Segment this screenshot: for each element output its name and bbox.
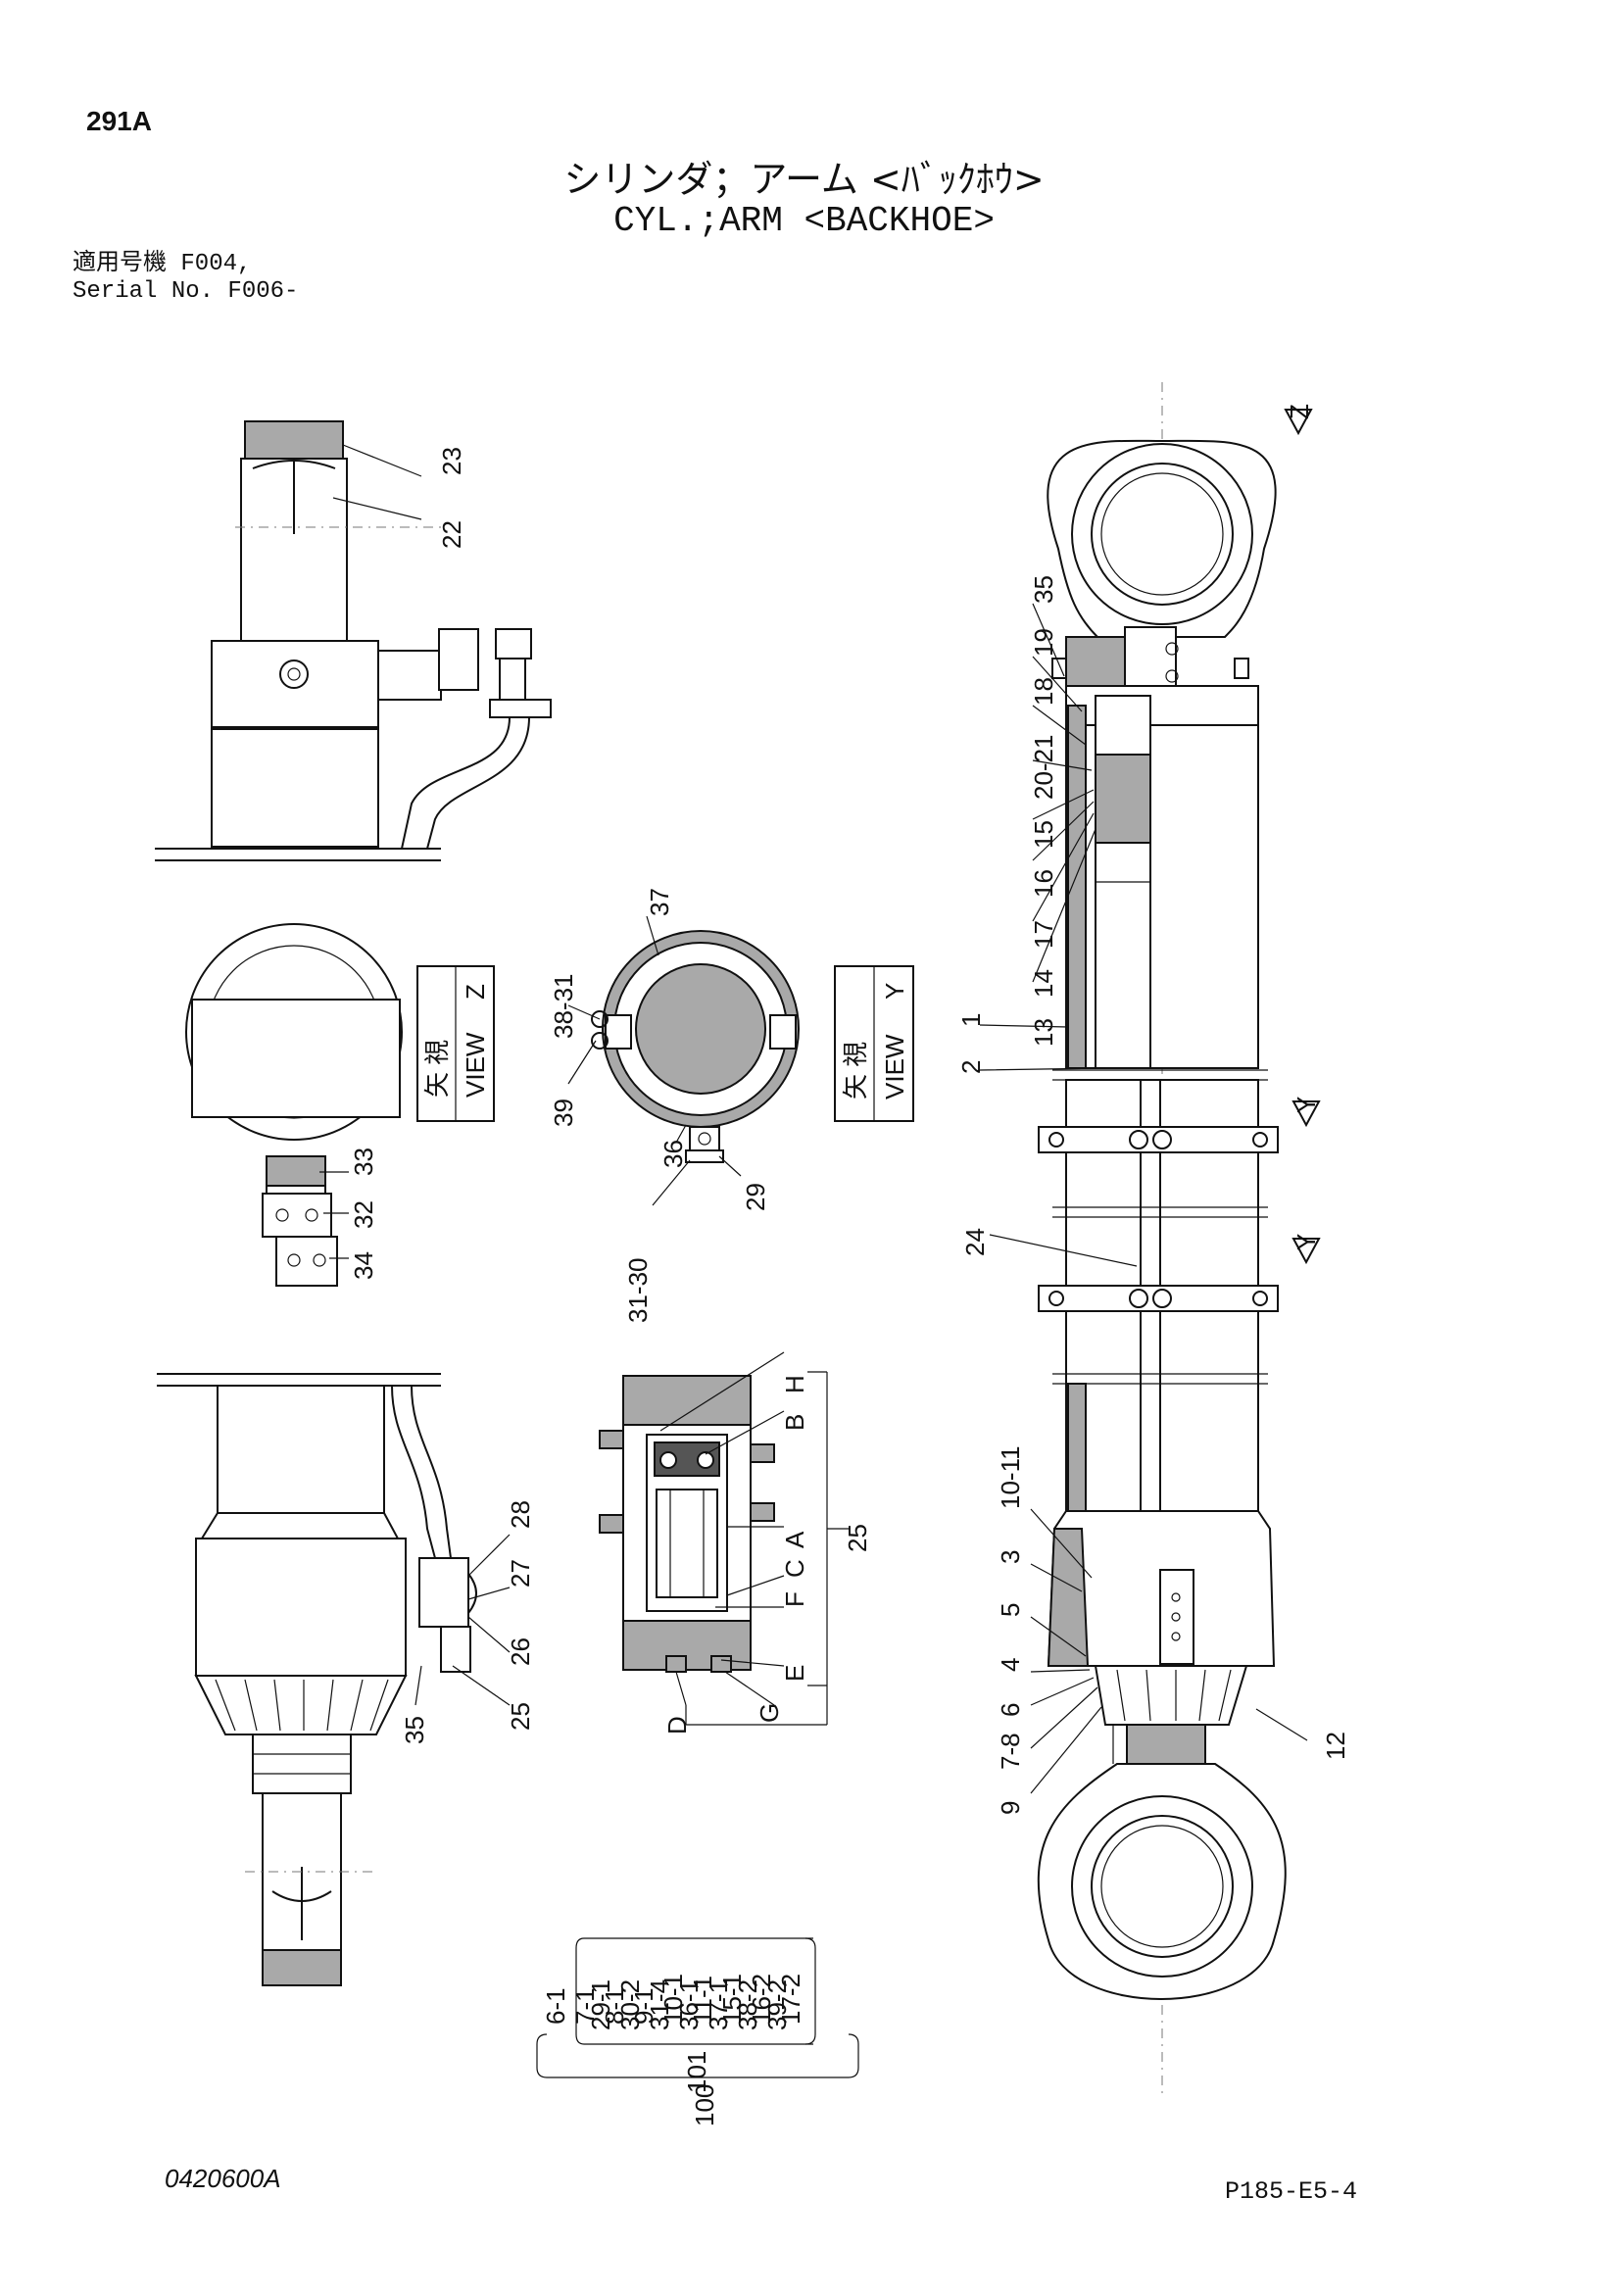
- callout-31-30: 31-30: [623, 1258, 653, 1324]
- view-z-letter: Z: [461, 984, 490, 1000]
- kit-100-item-6: 11-1: [688, 1976, 717, 2025]
- callout-7-8: 7-8: [996, 1733, 1025, 1770]
- title-english: CYL.;ARM <BACKHOE>: [613, 201, 995, 241]
- callout-9: 9: [996, 1801, 1025, 1815]
- section-C: C: [780, 1559, 809, 1578]
- page-reference: P185-E5-4: [1225, 2177, 1358, 2206]
- callout-37: 37: [645, 888, 674, 916]
- view-y-en: VIEW: [880, 1034, 909, 1099]
- view-y-jp: 矢 視: [841, 1042, 870, 1099]
- callout-17: 17: [1029, 920, 1058, 949]
- cylinder-assembly-view: Z Y Y 35 19 18 20-21 15 16 17 14 13 1 2 …: [956, 382, 1350, 2097]
- section-H: H: [780, 1375, 809, 1393]
- serial-line-jp: 適用号機 F004,: [73, 251, 252, 277]
- kit-100-item-9: 17-2: [776, 1974, 805, 2025]
- callout-5: 5: [996, 1603, 1025, 1617]
- callout-24: 24: [960, 1228, 990, 1256]
- callout-26: 26: [506, 1637, 535, 1666]
- view-y: 37 38-31 39 36 29 31-30 矢 視 VIEW Y: [549, 888, 914, 1324]
- kit-100-number: 100: [690, 2084, 719, 2126]
- section-G: G: [755, 1703, 784, 1723]
- callout-23: 23: [437, 447, 466, 475]
- callout-34: 34: [349, 1251, 378, 1280]
- kit-100-item-5: 10-1: [658, 1974, 688, 2025]
- callout-16: 16: [1029, 869, 1058, 898]
- kit-100-item-8: 16-2: [747, 1974, 776, 2025]
- callout-18: 18: [1029, 677, 1058, 706]
- callout-36: 36: [658, 1140, 688, 1168]
- callout-33: 33: [349, 1148, 378, 1176]
- serial-line-en: Serial No. F006-: [73, 278, 299, 305]
- svg-text:Z: Z: [1285, 404, 1314, 419]
- page-code: 291A: [86, 106, 152, 136]
- kit-100-item-2: 7-1: [570, 1987, 600, 2025]
- callout-13: 13: [1029, 1018, 1058, 1047]
- section-E: E: [780, 1665, 809, 1682]
- callout-4: 4: [996, 1658, 1025, 1672]
- kit-100-item-3: 8-1: [600, 1987, 629, 2025]
- callout-39: 39: [549, 1099, 578, 1127]
- view-marker-z: Z: [1284, 404, 1314, 436]
- kit-100-item-1: 6-1: [541, 1987, 570, 2025]
- callout-25-rod: 25: [506, 1702, 535, 1731]
- kit-101-item-3: 31-4: [645, 1979, 674, 2030]
- callout-10-11: 10-11: [996, 1445, 1025, 1509]
- callout-20-21: 20-21: [1029, 735, 1058, 801]
- callout-14: 14: [1029, 969, 1058, 998]
- kit-100-item-7: 15-1: [717, 1974, 747, 2025]
- kit-101: 29-1 30-2 31-4 36-1 37-1 38-2 39-2 101: [575, 1937, 816, 2093]
- section-25: 25: [843, 1524, 872, 1552]
- view-z-jp: 矢 視: [422, 1040, 452, 1098]
- callout-29: 29: [741, 1183, 770, 1211]
- kit-101-item-1: 29-1: [586, 1979, 615, 2030]
- kit-101-item-5: 37-1: [704, 1979, 733, 2030]
- callout-32: 32: [349, 1200, 378, 1229]
- section-A: A: [780, 1531, 809, 1548]
- kit-101-item-6: 38-2: [733, 1979, 762, 2030]
- kit-101-item-4: 36-1: [674, 1979, 704, 2030]
- callout-2: 2: [956, 1060, 986, 1074]
- callout-15: 15: [1029, 820, 1058, 849]
- section-D: D: [662, 1716, 692, 1734]
- kit-101-item-7: 39-2: [762, 1979, 792, 2030]
- callout-38-31: 38-31: [549, 974, 578, 1040]
- callout-22: 22: [437, 520, 466, 549]
- callout-6: 6: [996, 1703, 1025, 1717]
- callout-35-rod: 35: [400, 1716, 429, 1744]
- title-japanese: シリンダ；アーム <ﾊﾞｯｸﾎｳ>: [563, 158, 1045, 201]
- view-z-en: VIEW: [461, 1032, 490, 1098]
- rod-side-detail-view: 28 27 26 25 35: [157, 1373, 535, 1986]
- callout-1: 1: [956, 1013, 986, 1027]
- callout-35: 35: [1029, 575, 1058, 604]
- callout-27: 27: [506, 1559, 535, 1588]
- callout-28: 28: [506, 1500, 535, 1529]
- kit-100-item-4: 9-1: [629, 1987, 658, 2025]
- view-z: 33 32 34 矢 視 VIEW Z: [185, 923, 495, 1287]
- serial-info: 適用号機 F004, Serial No. F006-: [73, 251, 298, 306]
- view-marker-y2: Y: [1291, 1234, 1321, 1265]
- view-marker-y1: Y: [1291, 1097, 1321, 1128]
- svg-text:Y: Y: [1291, 1234, 1321, 1250]
- section-B: B: [780, 1414, 809, 1431]
- callout-19: 19: [1029, 628, 1058, 657]
- section-F: F: [780, 1591, 809, 1607]
- callout-12: 12: [1321, 1732, 1350, 1760]
- document-code: 0420600A: [165, 2164, 281, 2193]
- head-detail-view: 23 22: [155, 420, 552, 861]
- svg-text:Y: Y: [1291, 1097, 1321, 1113]
- view-y-letter: Y: [880, 983, 909, 1000]
- kit-100: 6-1 7-1 8-1 9-1 10-1 11-1 15-1 16-2 17-2…: [536, 1974, 859, 2126]
- kit-101-item-2: 30-2: [615, 1979, 645, 2030]
- valve-section-view: H B A C F E G D 25: [599, 1351, 872, 1734]
- callout-3: 3: [996, 1550, 1025, 1564]
- kit-101-number: 101: [682, 2051, 711, 2093]
